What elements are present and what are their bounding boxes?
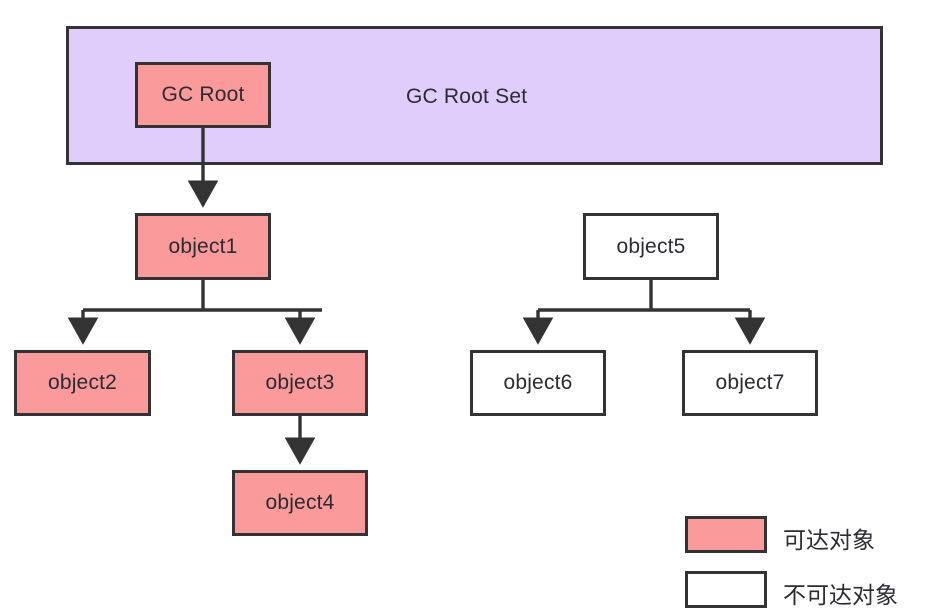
node-object1[interactable]: object1 (135, 213, 271, 280)
legend-swatch-unreachable (685, 571, 767, 608)
legend-label-reachable: 可达对象 (783, 527, 875, 553)
node-object5[interactable]: object5 (583, 213, 719, 280)
legend-swatch-reachable (685, 516, 767, 553)
legend-label-unreachable: 不可达对象 (783, 582, 898, 608)
node-gc-root[interactable]: GC Root (135, 62, 271, 128)
gc-root-set-label: GC Root Set (406, 85, 528, 108)
node-object7[interactable]: object7 (682, 350, 818, 416)
node-object6[interactable]: object6 (470, 350, 606, 416)
node-object4[interactable]: object4 (232, 470, 368, 536)
node-object3[interactable]: object3 (232, 350, 368, 416)
node-object2[interactable]: object2 (14, 350, 151, 416)
